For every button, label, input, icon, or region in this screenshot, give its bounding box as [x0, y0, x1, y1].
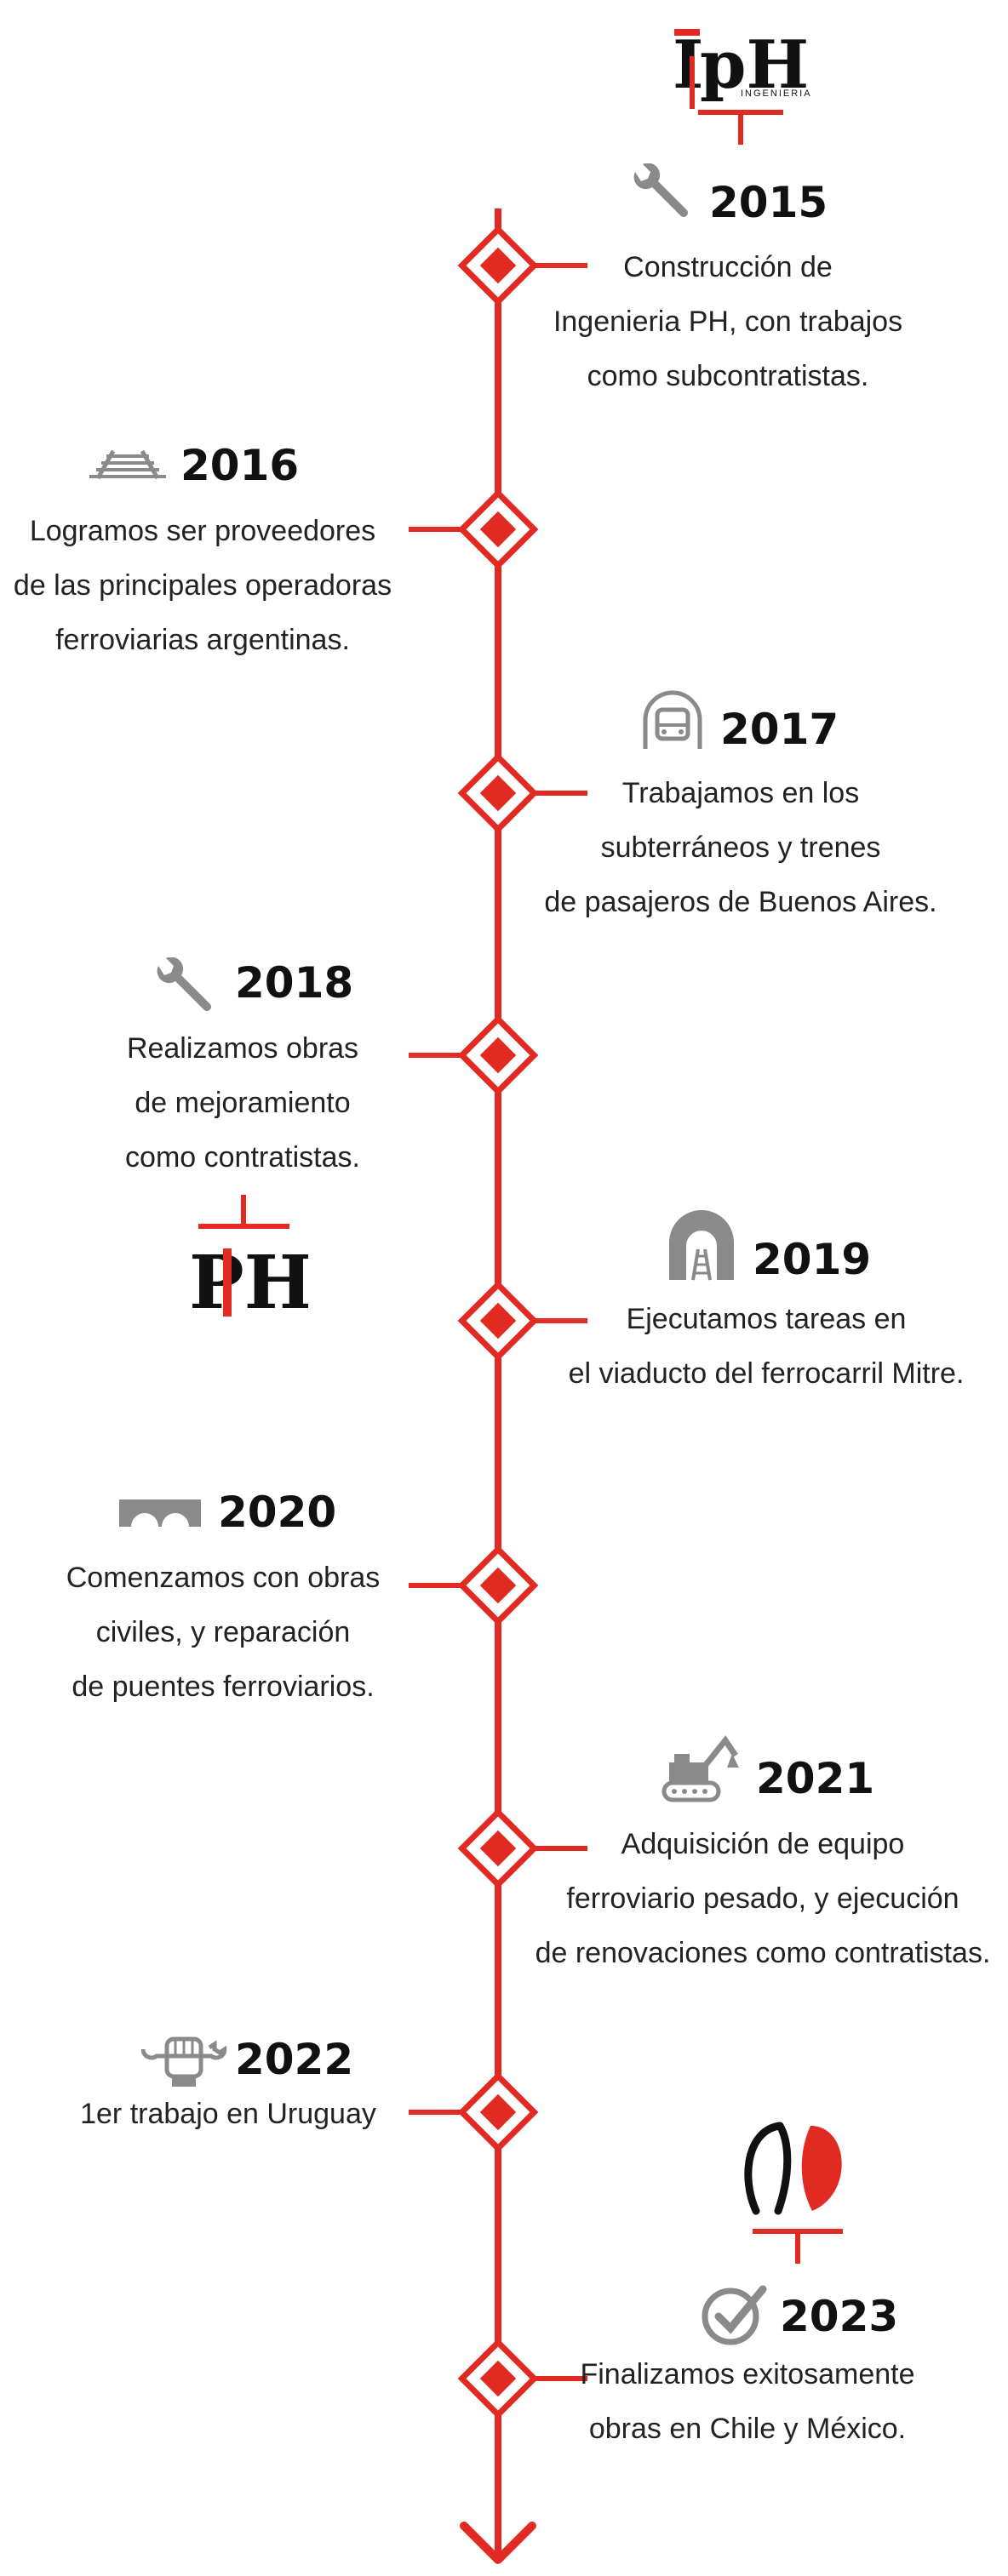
timeline-arrow-head: [460, 2522, 536, 2564]
year-label-2017: 2017: [720, 705, 839, 754]
event-description-2017: Trabajamos en los subterráneos y trenes …: [544, 777, 937, 918]
company-logo: I pH INGENIERIA: [656, 7, 826, 109]
year-label-2016: 2016: [180, 441, 300, 490]
chile-mexico-logo-icon: [744, 2122, 842, 2215]
event-description-2018: Realizamos obras de mejoramiento como co…: [125, 1032, 360, 1174]
year-label-2020: 2020: [218, 1488, 337, 1537]
event-description-2020: Comenzamos con obras civiles, y reparaci…: [66, 1562, 381, 1703]
wrench-icon: [628, 163, 696, 227]
year-label-2022: 2022: [235, 2035, 354, 2084]
ph-logo: PH: [189, 1238, 313, 1326]
svg-text:I: I: [673, 26, 704, 104]
event-description-2022: 1er trabajo en Uruguay: [80, 2098, 376, 2130]
wrench-icon: [152, 957, 220, 1021]
ph-rail-symbol: [198, 1195, 289, 1229]
timeline-node-2023: [457, 2338, 587, 2419]
chile-mexico-logo: [739, 2117, 858, 2219]
bridge-icon: [117, 1496, 203, 1534]
event-description-2016: Logramos ser proveedores de las principa…: [13, 515, 392, 656]
check-circle-icon: [700, 2281, 768, 2353]
tunnel-track-icon: [667, 1208, 736, 1286]
timeline-node-2019: [457, 1280, 587, 1362]
timeline-node-2016: [409, 488, 539, 570]
rail-track-icon: [81, 444, 175, 491]
train-tunnel-icon: [640, 689, 705, 758]
timeline-node-2022: [409, 2071, 539, 2153]
year-label-2018: 2018: [235, 958, 354, 1008]
node-diamond-inner: [479, 1567, 517, 1604]
event-description-2015: Construcción de Ingenieria PH, con traba…: [553, 251, 903, 392]
fist-wrench-icon: [140, 2032, 227, 2093]
node-diamond-inner: [479, 1037, 517, 1074]
excavator-icon: [661, 1732, 742, 1809]
year-label-2023: 2023: [780, 2292, 899, 2341]
event-description-2021: Adquisición de equipo ferroviario pesado…: [535, 1828, 991, 1969]
logo-subtitle: INGENIERIA: [741, 89, 812, 99]
timeline-node-2015: [457, 225, 587, 306]
node-diamond-inner: [479, 1302, 517, 1339]
ph-logo-icon: PH: [189, 1240, 313, 1326]
chmx-rail-symbol: [753, 2229, 843, 2264]
event-description-2023: Finalizamos exitosamente obras en Chile …: [580, 2358, 915, 2445]
svg-text:PH: PH: [189, 1240, 308, 1323]
timeline-node-2018: [409, 1014, 539, 1096]
svg-text:pH: pH: [700, 26, 809, 104]
timeline-node-2021: [457, 1808, 587, 1889]
year-label-2019: 2019: [753, 1235, 872, 1284]
timeline-node-2017: [457, 752, 587, 834]
year-label-2015: 2015: [709, 178, 828, 227]
timeline-node-2020: [409, 1545, 539, 1626]
event-description-2019: Ejecutamos tareas en el viaducto del fer…: [568, 1303, 965, 1390]
iph-logo-icon: I pH: [673, 26, 809, 109]
year-label-2021: 2021: [756, 1754, 875, 1803]
top-rail-symbol: [698, 110, 783, 145]
